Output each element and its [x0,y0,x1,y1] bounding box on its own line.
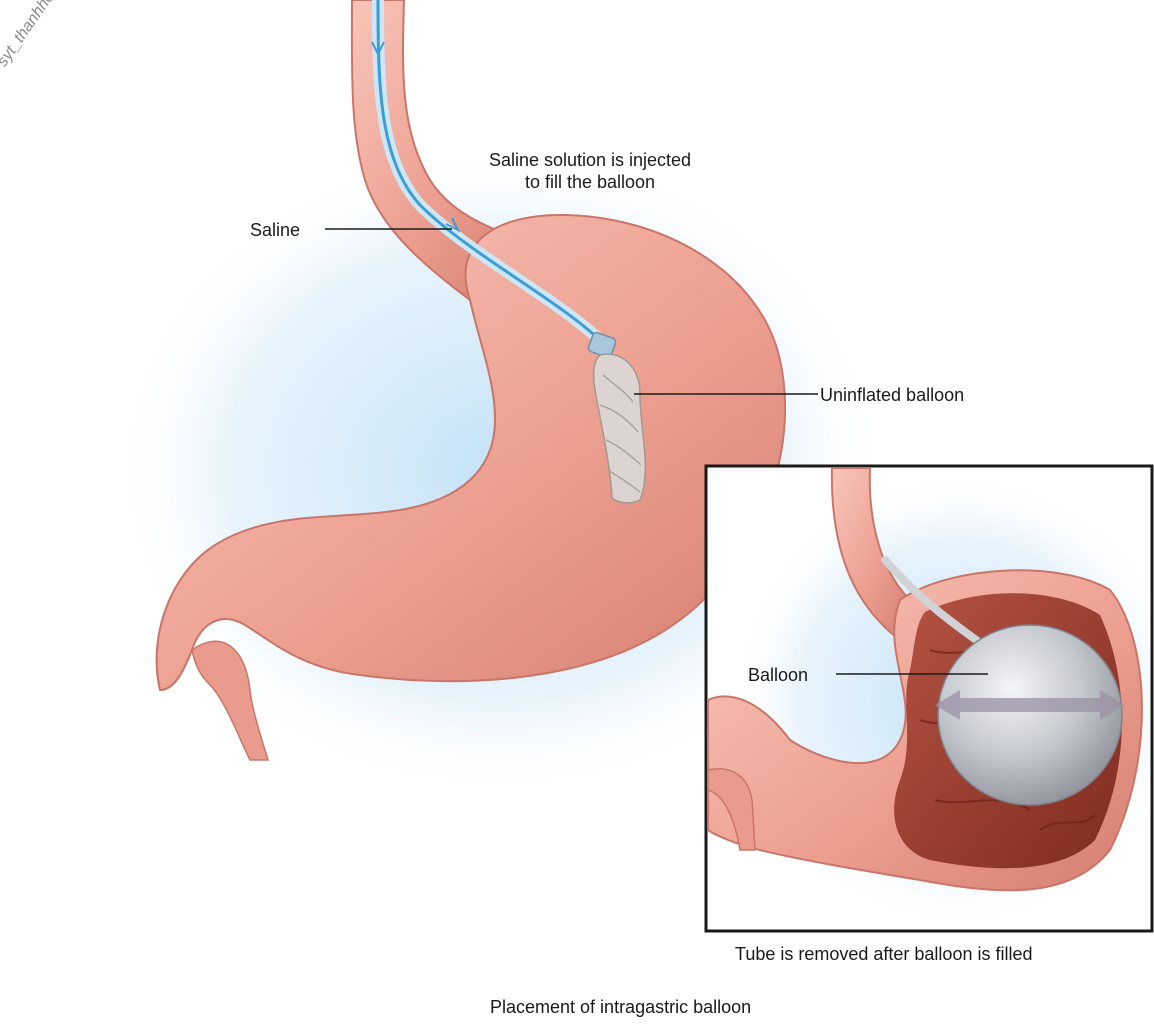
inflated-balloon [938,625,1122,805]
saline-label: Saline [250,219,300,241]
uninflated-balloon-label: Uninflated balloon [820,384,964,406]
injection-label: Saline solution is injected to fill the … [440,149,740,193]
injection-label-line1: Saline solution is injected [440,149,740,171]
balloon-label: Balloon [748,664,808,686]
injection-label-line2: to fill the balloon [440,171,740,193]
inset-caption: Tube is removed after balloon is filled [735,943,1032,965]
figure-caption: Placement of intragastric balloon [490,996,751,1018]
